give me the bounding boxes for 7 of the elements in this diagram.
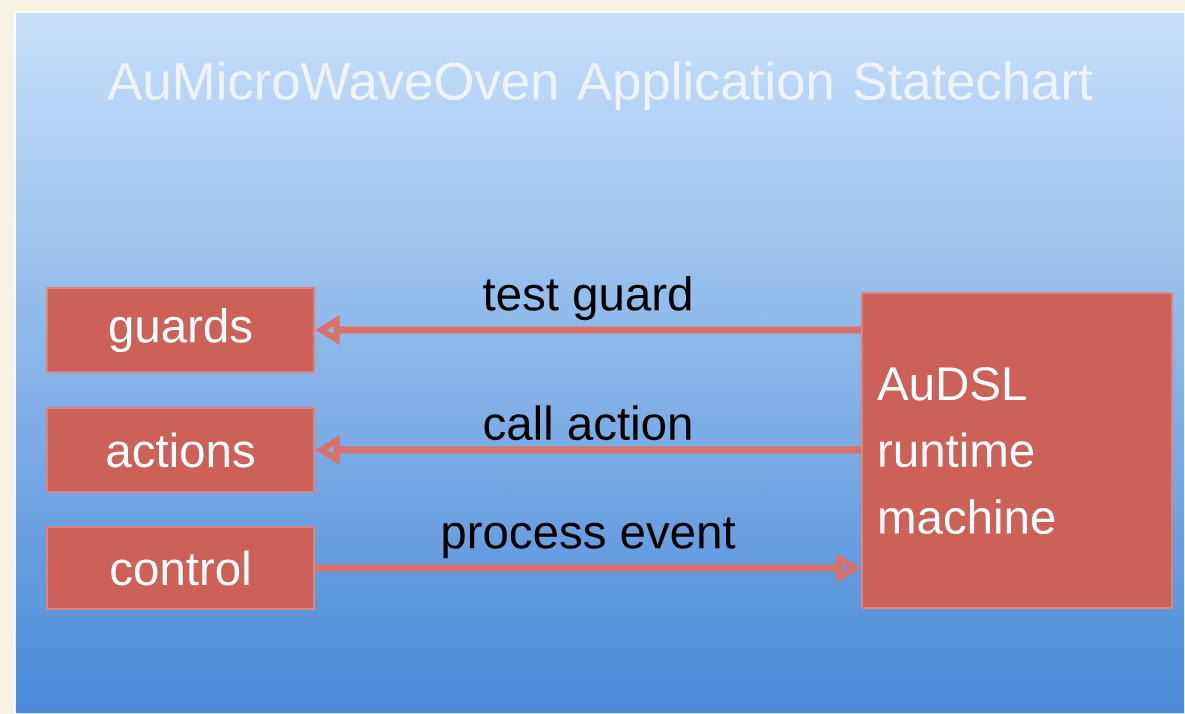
component-box: guards xyxy=(45,286,316,374)
edge-label: test guard xyxy=(483,275,691,321)
component-box: control xyxy=(45,525,316,611)
edge-label: call action xyxy=(484,405,691,441)
runtime-box: AuDSL runtime machine xyxy=(860,291,1174,610)
component-box: actions xyxy=(45,406,316,494)
edge-label: process event xyxy=(443,517,736,559)
